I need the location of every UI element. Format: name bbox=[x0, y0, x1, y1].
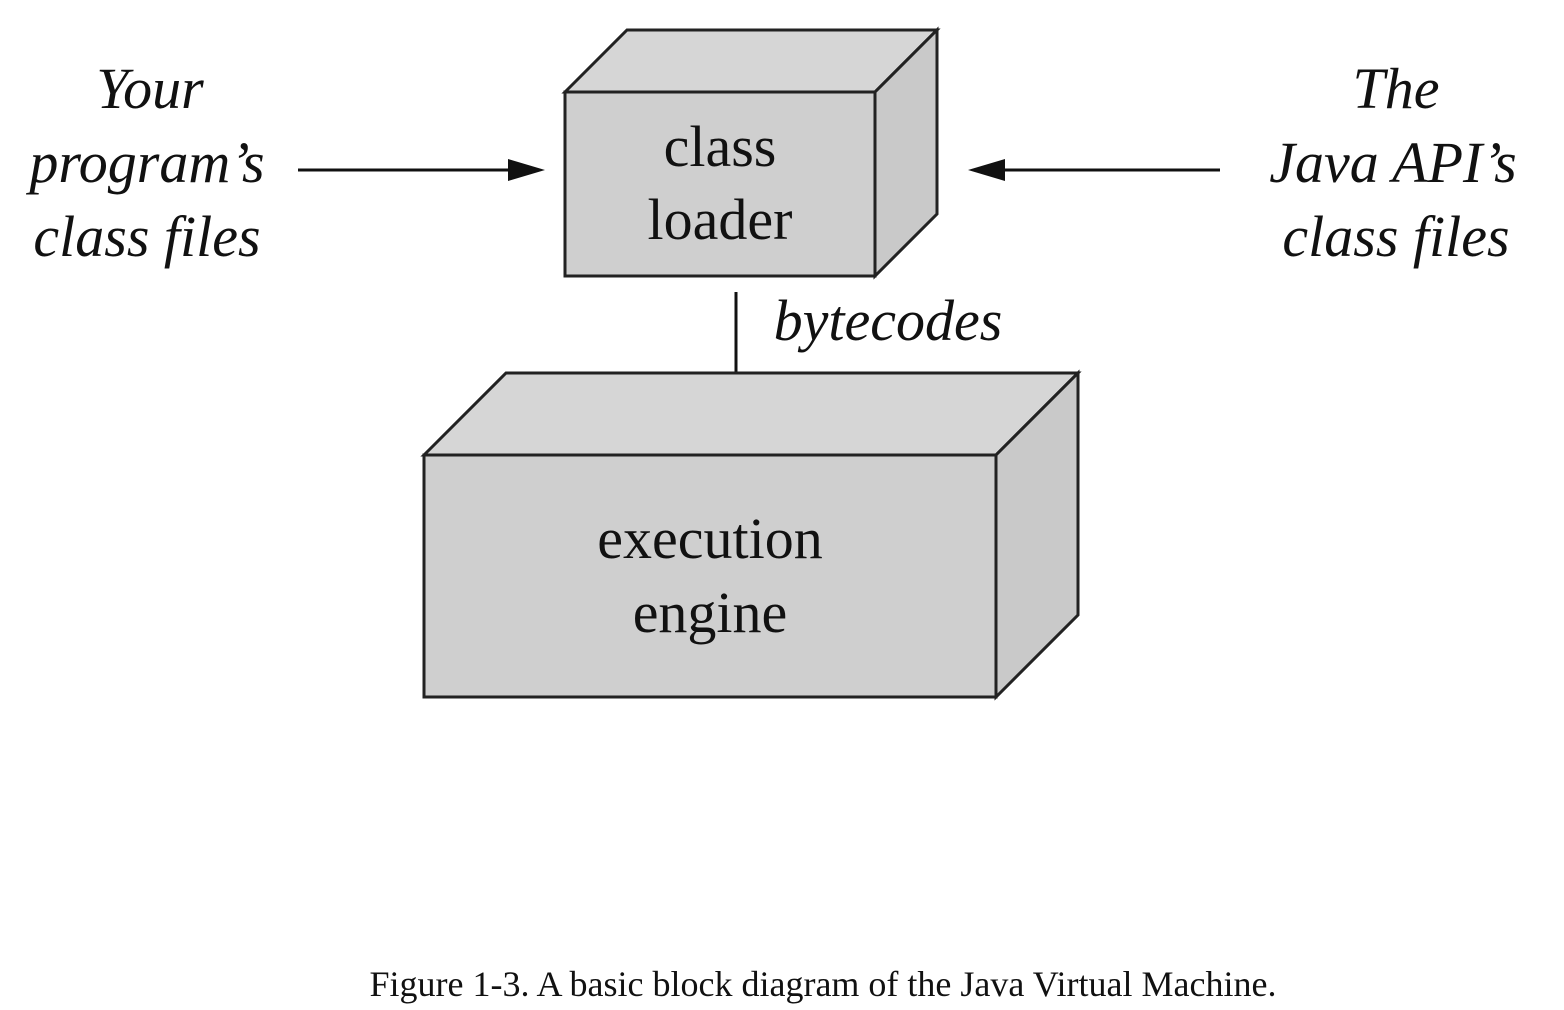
right-source-line-2: Java API’s bbox=[1269, 130, 1517, 195]
execution-engine-line-1: execution bbox=[597, 506, 822, 571]
class-loader-box: class loader bbox=[561, 26, 941, 280]
execution-engine-box: execution engine bbox=[420, 369, 1082, 701]
execution-engine-top-face bbox=[420, 371, 1082, 457]
right-arrow bbox=[968, 159, 1220, 181]
left-arrow bbox=[298, 159, 545, 181]
class-loader-top-face bbox=[561, 28, 941, 94]
execution-engine-front-face bbox=[422, 453, 998, 699]
left-source-line-2: program’s bbox=[25, 130, 264, 195]
class-loader-front-face bbox=[563, 90, 877, 278]
execution-engine-line-2: engine bbox=[633, 580, 788, 645]
left-source-line-3: class files bbox=[33, 204, 260, 269]
left-source-line-1: Your bbox=[96, 56, 204, 121]
right-source-line-3: class files bbox=[1282, 204, 1509, 269]
right-arrow-head bbox=[968, 159, 1005, 181]
right-source-label: The Java API’s class files bbox=[1269, 56, 1517, 269]
right-source-line-1: The bbox=[1353, 56, 1440, 121]
class-loader-line-1: class bbox=[664, 114, 777, 179]
left-arrow-head bbox=[508, 159, 545, 181]
figure-caption: Figure 1-3. A basic block diagram of the… bbox=[370, 964, 1277, 1004]
bytecodes-label: bytecodes bbox=[774, 288, 1003, 353]
class-loader-line-2: loader bbox=[648, 187, 793, 252]
left-source-label: Your program’s class files bbox=[25, 56, 264, 269]
